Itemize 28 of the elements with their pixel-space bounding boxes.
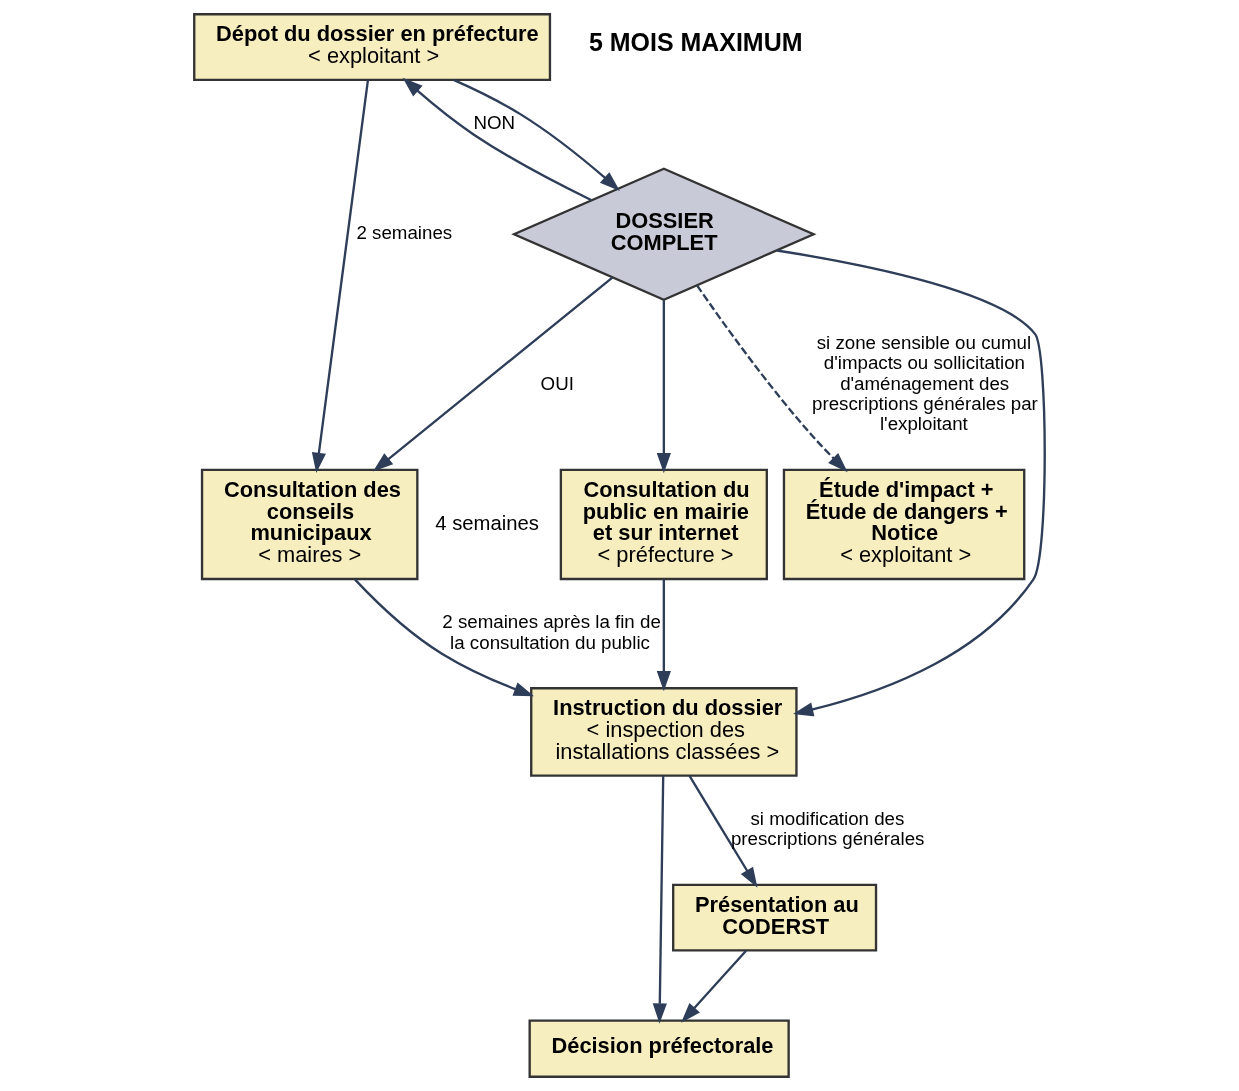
edge-label: NON bbox=[473, 112, 516, 134]
arrow bbox=[688, 775, 758, 888]
arrow bbox=[696, 285, 848, 473]
arrow bbox=[354, 578, 535, 697]
node-box: Dépot du dossier en préfecture < exploitant > bbox=[193, 13, 552, 81]
arrow bbox=[453, 79, 620, 191]
edge-label: 2 semaines après la fin de la consultation du public bbox=[442, 611, 661, 653]
edge-label: si zone sensible ou cumul d'impacts ou sollicitation d'aménagement des prescriptions générales par l'exploitant bbox=[812, 332, 1038, 435]
node-box: Consultation des conseils municipaux < maires > bbox=[200, 468, 419, 581]
arrow bbox=[652, 775, 667, 1024]
edge-label: 2 semaines bbox=[356, 222, 453, 244]
node-diamond: DOSSIER COMPLET bbox=[511, 167, 817, 302]
edge-label: si modification des prescriptions générales bbox=[730, 807, 925, 850]
node-box: Présentation au CODERST bbox=[672, 883, 878, 952]
node-box: Instruction du dossier < inspection des installations classées > bbox=[530, 687, 798, 777]
arrow bbox=[681, 950, 747, 1023]
arrow bbox=[372, 276, 614, 472]
arrow bbox=[656, 300, 671, 474]
arrow bbox=[656, 579, 671, 692]
edge-label: OUI bbox=[540, 372, 574, 394]
node-box: Étude d'impact + Étude de dangers + Notice < exploitant > bbox=[782, 468, 1026, 581]
node-label: 4 semaines bbox=[435, 511, 539, 534]
node-box: Consultation du public en mairie et sur internet < préfecture > bbox=[559, 468, 768, 581]
arrow bbox=[776, 249, 1046, 717]
label: 5 MOIS MAXIMUM bbox=[588, 28, 803, 57]
node-box: Décision préfectorale bbox=[528, 1019, 790, 1078]
arrow bbox=[311, 80, 370, 473]
arrow bbox=[402, 77, 593, 202]
